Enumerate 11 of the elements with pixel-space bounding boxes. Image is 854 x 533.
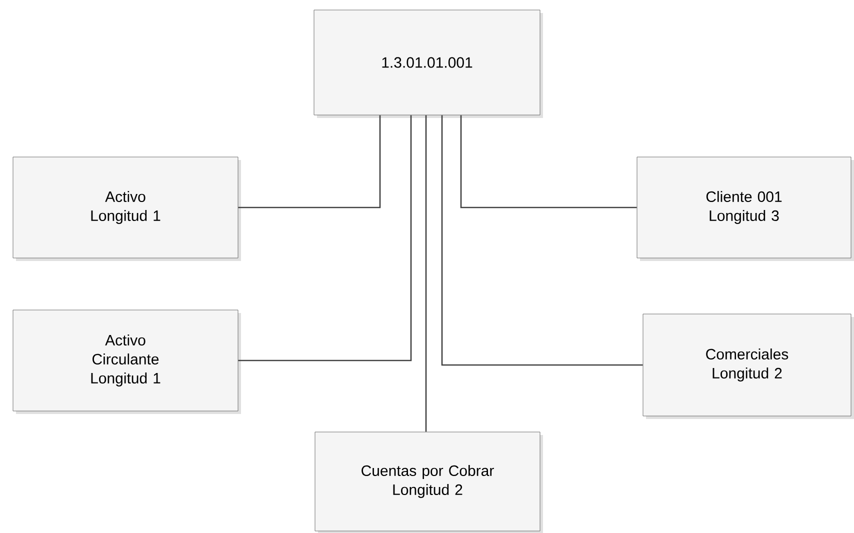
process-box: Cuentas por Cobrar Longitud 2 — [314, 432, 543, 533]
connector-line — [460, 115, 637, 208]
process-box: Cliente 001 Longitud 3 — [636, 156, 854, 261]
connector-line — [425, 115, 427, 432]
connector-line — [238, 115, 412, 362]
connector-line — [238, 115, 381, 208]
connector-line — [441, 115, 643, 366]
process-box: Activo Circulante Longitud 1 — [12, 310, 241, 414]
process-box: Activo Longitud 1 — [12, 156, 241, 261]
process-box: Comerciales Longitud 2 — [642, 314, 854, 419]
process-box: 1.3.01.01.001 — [314, 10, 543, 118]
